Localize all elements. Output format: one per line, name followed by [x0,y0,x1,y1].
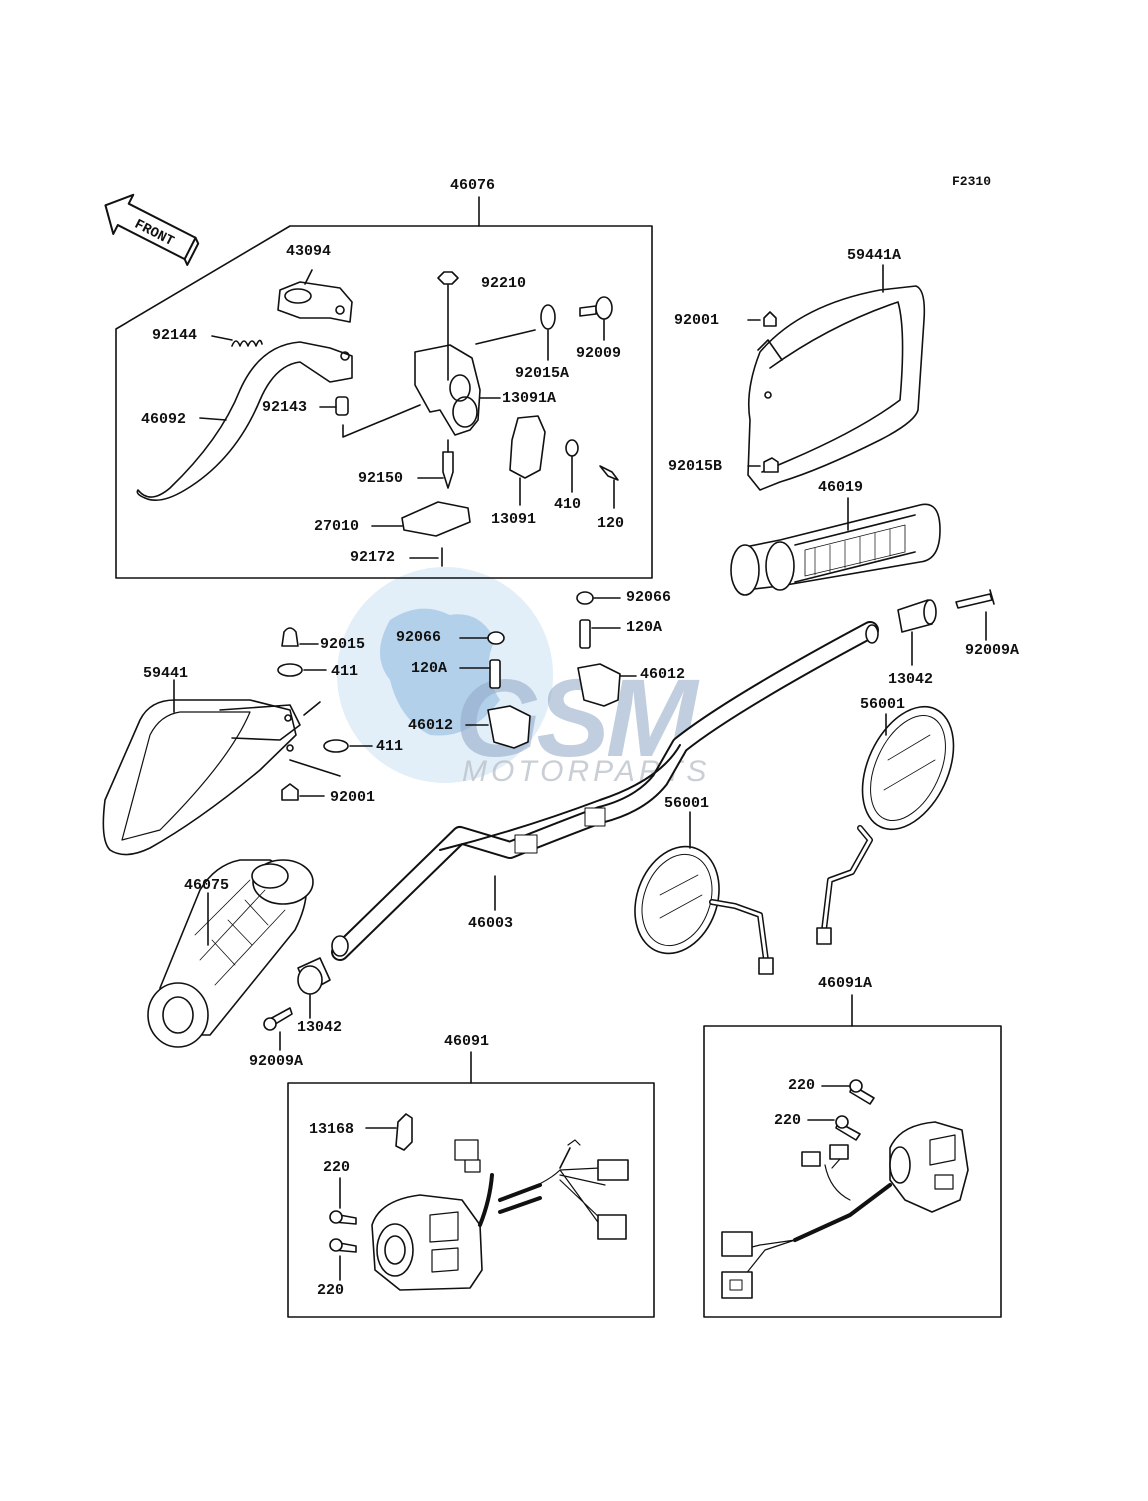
label-220-c: 220 [788,1077,816,1094]
part-27010 [401,501,471,537]
label-220-d: 220 [774,1112,802,1129]
label-92172: 92172 [350,549,396,566]
part-46003 [331,621,879,961]
part-13091 [509,415,546,479]
part-59441A [747,285,926,491]
label-46091A: 46091A [818,975,873,992]
label-92143: 92143 [262,399,308,416]
label-92001-l: 92001 [330,789,376,806]
label-92066-a: 92066 [626,589,672,606]
part-410 [565,439,579,457]
label-220-b: 220 [317,1282,345,1299]
label-92150: 92150 [358,470,404,487]
label-13042-r: 13042 [888,671,934,688]
label-46092: 46092 [141,411,187,428]
part-92009A-r [955,593,993,609]
label-56001-c: 56001 [664,795,710,812]
part-56001-c [634,811,774,975]
part-46092 [136,341,353,501]
part-92015 [281,627,299,647]
label-46012-a: 46012 [640,666,686,683]
part-13091A [414,344,481,436]
part-92210 [437,271,459,285]
label-92015: 92015 [320,636,366,653]
part-92009 [579,305,597,317]
label-92066-b: 92066 [396,629,442,646]
figure-code: F2310 [952,174,992,189]
label-120A-b: 120A [411,660,448,677]
part-43094 [277,281,353,323]
front-arrow-icon: FRONT [104,193,200,266]
part-46075 [147,859,314,1048]
part-92143 [335,396,349,416]
label-13091: 13091 [491,511,537,528]
label-220-a: 220 [323,1159,351,1176]
label-13042-l: 13042 [297,1019,343,1036]
part-switch-right [721,1121,969,1299]
part-92066-a [576,591,594,605]
part-92015A [540,304,556,330]
label-27010: 27010 [314,518,360,535]
part-120A-a [579,619,591,649]
label-59441A: 59441A [847,247,902,264]
label-92210: 92210 [481,275,527,292]
label-13091A: 13091A [502,390,557,407]
label-92001-r: 92001 [674,312,720,329]
label-56001-r: 56001 [860,696,906,713]
label-411-b: 411 [376,738,404,755]
part-46012-b [487,705,531,749]
label-13168: 13168 [309,1121,355,1138]
part-59441 [102,699,297,856]
part-92001-r [763,311,777,327]
label-411-a: 411 [331,663,359,680]
label-46075: 46075 [184,877,230,894]
part-92144 [231,339,263,347]
label-92009A-l: 92009A [249,1053,304,1070]
part-switch-left [371,1139,629,1291]
label-120: 120 [597,515,625,532]
part-46012-a [577,663,621,707]
label-46076: 46076 [450,177,496,194]
part-411-a [277,663,303,677]
label-59441: 59441 [143,665,189,682]
part-120A-b [489,659,501,689]
part-120 [599,465,619,481]
label-46019: 46019 [818,479,864,496]
box-46076 [115,225,653,579]
part-92066-b [487,631,505,645]
label-92144: 92144 [152,327,198,344]
part-411-b [323,739,349,753]
part-92001-l [281,783,299,801]
part-92015B [763,457,779,473]
label-92009: 92009 [576,345,622,362]
part-56001-r [816,705,955,945]
label-43094: 43094 [286,243,332,260]
label-410: 410 [554,496,582,513]
part-13168 [395,1113,413,1151]
label-92015A: 92015A [515,365,570,382]
label-120A-a: 120A [626,619,663,636]
part-92150 [442,451,454,489]
label-92015B: 92015B [668,458,723,475]
label-46003: 46003 [468,915,514,932]
label-92009A-r: 92009A [965,642,1020,659]
label-46012-b: 46012 [408,717,454,734]
part-46019 [730,497,941,596]
label-46091: 46091 [444,1033,490,1050]
